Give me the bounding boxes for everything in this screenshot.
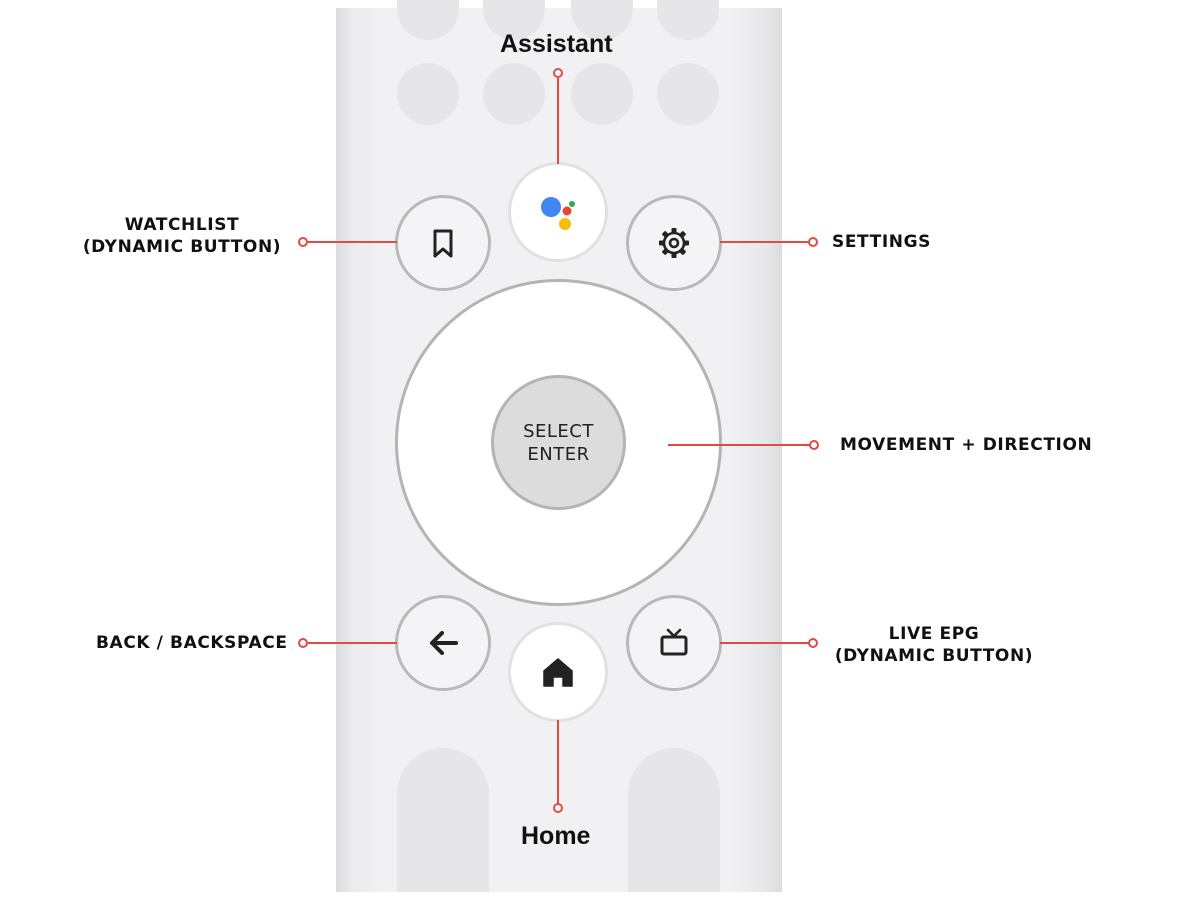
watchlist-label-line2: (DYNAMIC BUTTON): [82, 237, 282, 257]
watchlist-label-line1: WATCHLIST: [124, 215, 240, 235]
movement-callout-dot: [809, 440, 819, 450]
bookmark-icon: [433, 229, 453, 258]
select-enter-button[interactable]: SELECT ENTER: [491, 375, 626, 510]
home-label: Home: [521, 822, 591, 850]
speaker-grille-dot: [483, 63, 545, 125]
speaker-grille-dot: [397, 63, 459, 125]
live-epg-button[interactable]: [626, 595, 722, 691]
speaker-grille-dot: [657, 63, 719, 125]
assistant-label: Assistant: [500, 30, 613, 58]
assistant-button[interactable]: [508, 162, 608, 262]
watchlist-button[interactable]: [395, 195, 491, 291]
live-epg-label-line2: (DYNAMIC BUTTON): [834, 646, 1034, 666]
back-callout-dot: [298, 638, 308, 648]
watchlist-label: WATCHLIST (DYNAMIC BUTTON): [80, 214, 284, 258]
assistant-callout-dot: [553, 68, 563, 78]
select-button-label-line2: ENTER: [527, 443, 590, 465]
tv-icon: [660, 628, 688, 656]
settings-label: SETTINGS: [832, 232, 931, 252]
live-epg-label-line1: LIVE EPG: [888, 624, 980, 644]
lower-slot-right: [628, 748, 720, 892]
home-icon: [543, 658, 573, 687]
back-button[interactable]: [395, 595, 491, 691]
settings-callout-line: [720, 241, 809, 243]
live-epg-callout-line: [720, 642, 809, 644]
settings-button[interactable]: [626, 195, 722, 291]
watchlist-callout-line: [308, 241, 397, 243]
back-label: BACK / BACKSPACE: [96, 633, 288, 653]
google-assistant-icon: [541, 197, 575, 230]
arrow-left-icon: [430, 631, 458, 655]
gear-icon: [659, 228, 689, 258]
home-callout-line: [557, 720, 559, 804]
movement-callout-line: [668, 444, 810, 446]
select-button-label-line1: SELECT: [523, 420, 594, 442]
lower-slot-left: [397, 748, 489, 892]
live-epg-label: LIVE EPG (DYNAMIC BUTTON): [832, 623, 1036, 667]
speaker-grille-dot: [571, 63, 633, 125]
live-epg-callout-dot: [808, 638, 818, 648]
watchlist-callout-dot: [298, 237, 308, 247]
movement-label: MOVEMENT + DIRECTION: [840, 435, 1093, 455]
back-callout-line: [308, 642, 397, 644]
home-button[interactable]: [508, 622, 608, 722]
assistant-callout-line: [557, 78, 559, 164]
home-callout-dot: [553, 803, 563, 813]
settings-callout-dot: [808, 237, 818, 247]
